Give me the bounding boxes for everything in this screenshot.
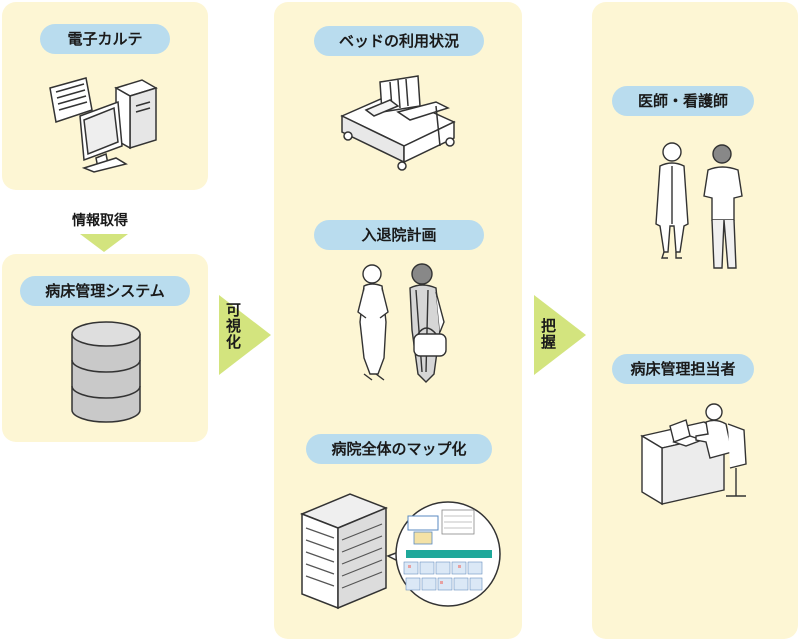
bed-manager-label: 病床管理担当者 <box>612 354 754 384</box>
patients-icon <box>357 263 447 383</box>
hospital-map-icon <box>386 501 501 607</box>
info-acquisition-label: 情報取得 <box>72 213 128 229</box>
hospital-building-icon <box>299 493 389 610</box>
right-arrow-icon <box>219 295 271 375</box>
doctor-nurse-icon <box>655 142 743 269</box>
bed-manager-icon <box>640 403 747 506</box>
doctor-nurse-label: 医師・看護師 <box>612 86 754 116</box>
right-arrow-icon <box>534 295 586 375</box>
database-icon <box>71 321 141 423</box>
computer-icon <box>49 77 158 173</box>
grasp-label: 把握 <box>539 318 557 350</box>
bed-icon <box>340 75 456 171</box>
down-arrow-icon <box>80 234 128 252</box>
admission-plan-label: 入退院計画 <box>314 220 484 250</box>
emr-label: 電子カルテ <box>40 24 170 54</box>
bed-usage-label: ベッドの利用状況 <box>314 26 484 56</box>
hospital-map-label: 病院全体のマップ化 <box>306 434 492 464</box>
visualize-label: 可視化 <box>224 302 242 350</box>
system-label: 病床管理システム <box>20 276 190 306</box>
